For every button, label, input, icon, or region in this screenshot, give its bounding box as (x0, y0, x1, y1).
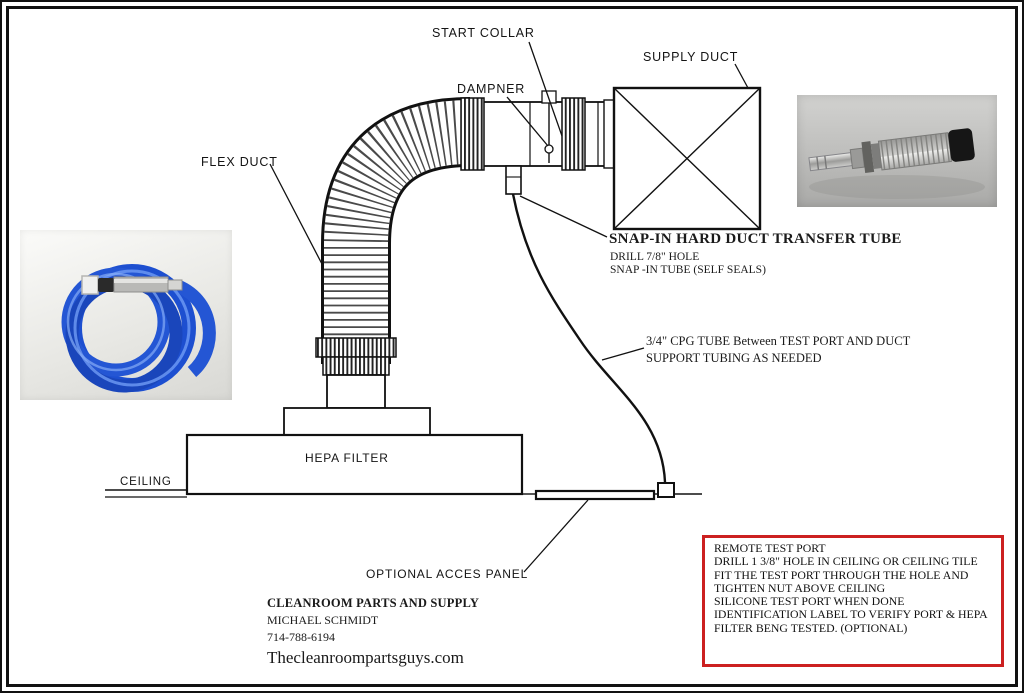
supply-duct-box (603, 86, 762, 231)
start-collar-label: START COLLAR (432, 26, 535, 40)
access-panel (534, 489, 656, 501)
remote-test-port-line: FIT THE TEST PORT THROUGH THE HOLE AND T… (714, 567, 969, 595)
company-info: CLEANROOM PARTS AND SUPPLY MICHAEL SCHMI… (267, 596, 479, 668)
dampner-band (460, 97, 485, 171)
remote-test-port-callout: REMOTE TEST PORT DRILL 1 3/8" HOLE IN CE… (702, 535, 1004, 667)
website-text: Thecleanroompartsguys.com (267, 648, 464, 667)
cpg-tube-line (511, 193, 667, 483)
test-port-fitting-illustration (81, 275, 183, 295)
remote-test-port-line: IDENTIFICATION LABEL TO VERIFY PORT & HE… (714, 607, 988, 635)
filter-collar (315, 337, 397, 409)
cpg-tube-note-2: SUPPORT TUBING AS NEEDED (646, 351, 822, 365)
cpg-tube-note-1: 3/4" CPG TUBE Between TEST PORT AND DUCT (646, 334, 911, 348)
start-collar-band (561, 97, 586, 171)
flex-duct (321, 97, 471, 364)
transfer-tube-photo (797, 95, 997, 207)
ceiling-label: CEILING (120, 476, 172, 488)
optional-access-panel-label: OPTIONAL ACCES PANEL (366, 567, 529, 581)
duct-run (460, 90, 615, 195)
damper (541, 90, 557, 163)
contact-person: MICHAEL SCHMIDT (267, 613, 379, 627)
supply-duct-label: SUPPLY DUCT (643, 50, 739, 64)
transfer-tube-body (808, 128, 975, 174)
snap-in-title: SNAP-IN HARD DUCT TRANSFER TUBE (609, 231, 902, 247)
snap-in-note-1: DRILL 7/8" HOLE (610, 251, 700, 263)
flex-duct-label: FLEX DUCT (201, 155, 278, 169)
remote-test-port-fitting (657, 482, 675, 498)
remote-test-port-line: DRILL 1 3/8" HOLE IN CEILING OR CEILING … (714, 554, 978, 569)
remote-test-port-line: SILICONE TEST PORT WHEN DONE (714, 594, 905, 609)
hepa-filter-unit (185, 407, 524, 496)
blue-tubing-coil-illustration (61, 264, 216, 393)
ceiling-line-left (105, 489, 187, 498)
test-port-kit-photo (20, 230, 232, 400)
snap-in-note-2: SNAP -IN TUBE (SELF SEALS) (610, 264, 766, 276)
leader-lines (269, 41, 749, 573)
transfer-tube-illustration (808, 128, 985, 199)
company-name: CLEANROOM PARTS AND SUPPLY (267, 596, 480, 610)
phone-number: 714-788-6194 (267, 630, 335, 644)
hepa-filter-label: HEPA FILTER (305, 451, 389, 465)
remote-test-port-line: REMOTE TEST PORT (714, 541, 826, 555)
snap-in-fitting (505, 165, 522, 195)
dampner-label: DAMPNER (457, 82, 526, 96)
